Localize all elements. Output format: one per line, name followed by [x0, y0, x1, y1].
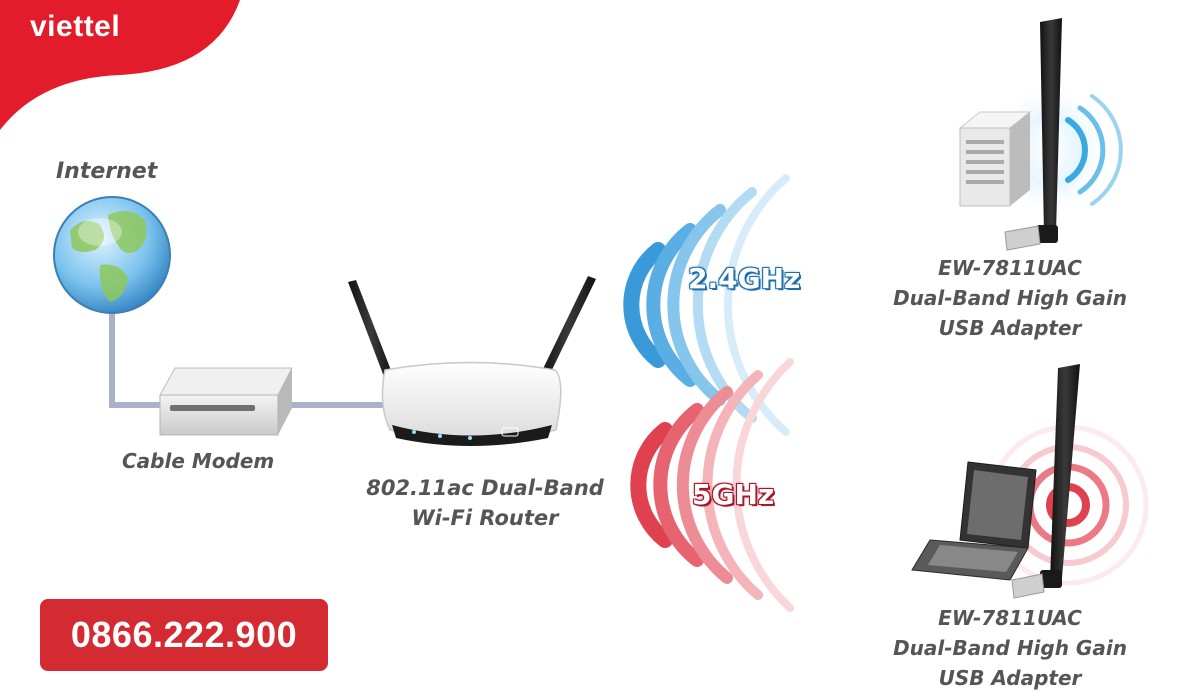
desktop-pc-icon — [958, 80, 1123, 220]
adapter-label-bottom: EW-7811UAC Dual-Band High Gain USB Adapt… — [860, 603, 1160, 693]
cable-modem-label: Cable Modem — [122, 449, 275, 473]
adapter-top-model: EW-7811UAC — [938, 256, 1082, 280]
adapter-top-type: USB Adapter — [938, 316, 1082, 340]
adapter-label-top: EW-7811UAC Dual-Band High Gain USB Adapt… — [860, 253, 1160, 343]
brand-logo: viettel — [30, 10, 121, 43]
signal-5ghz-waves — [630, 358, 794, 612]
router-label-line1: 802.11ac Dual-Band — [366, 476, 604, 500]
cables — [109, 297, 385, 408]
cable-modem-icon — [159, 367, 293, 436]
globe-icon — [53, 196, 171, 314]
adapter-bottom-type: USB Adapter — [938, 666, 1082, 690]
internet-label: Internet — [56, 159, 158, 184]
usb-adapter-icon-bottom — [1011, 364, 1080, 599]
band-2-4ghz-label: 2.4GHz — [688, 262, 801, 295]
phone-number-button[interactable]: 0866.222.900 — [40, 599, 328, 671]
usb-adapter-icon-top — [1004, 18, 1062, 251]
adapter-bottom-model: EW-7811UAC — [938, 606, 1082, 630]
band-5ghz-label: 5GHz — [692, 478, 775, 511]
adapter-top-desc: Dual-Band High Gain — [893, 286, 1127, 310]
laptop-icon — [911, 424, 1149, 586]
router-label: 802.11ac Dual-Band Wi-Fi Router — [330, 473, 640, 533]
adapter-bottom-desc: Dual-Band High Gain — [893, 636, 1127, 660]
router-label-line2: Wi-Fi Router — [411, 506, 559, 530]
wifi-router-icon — [348, 276, 596, 446]
brand-corner — [0, 0, 240, 130]
